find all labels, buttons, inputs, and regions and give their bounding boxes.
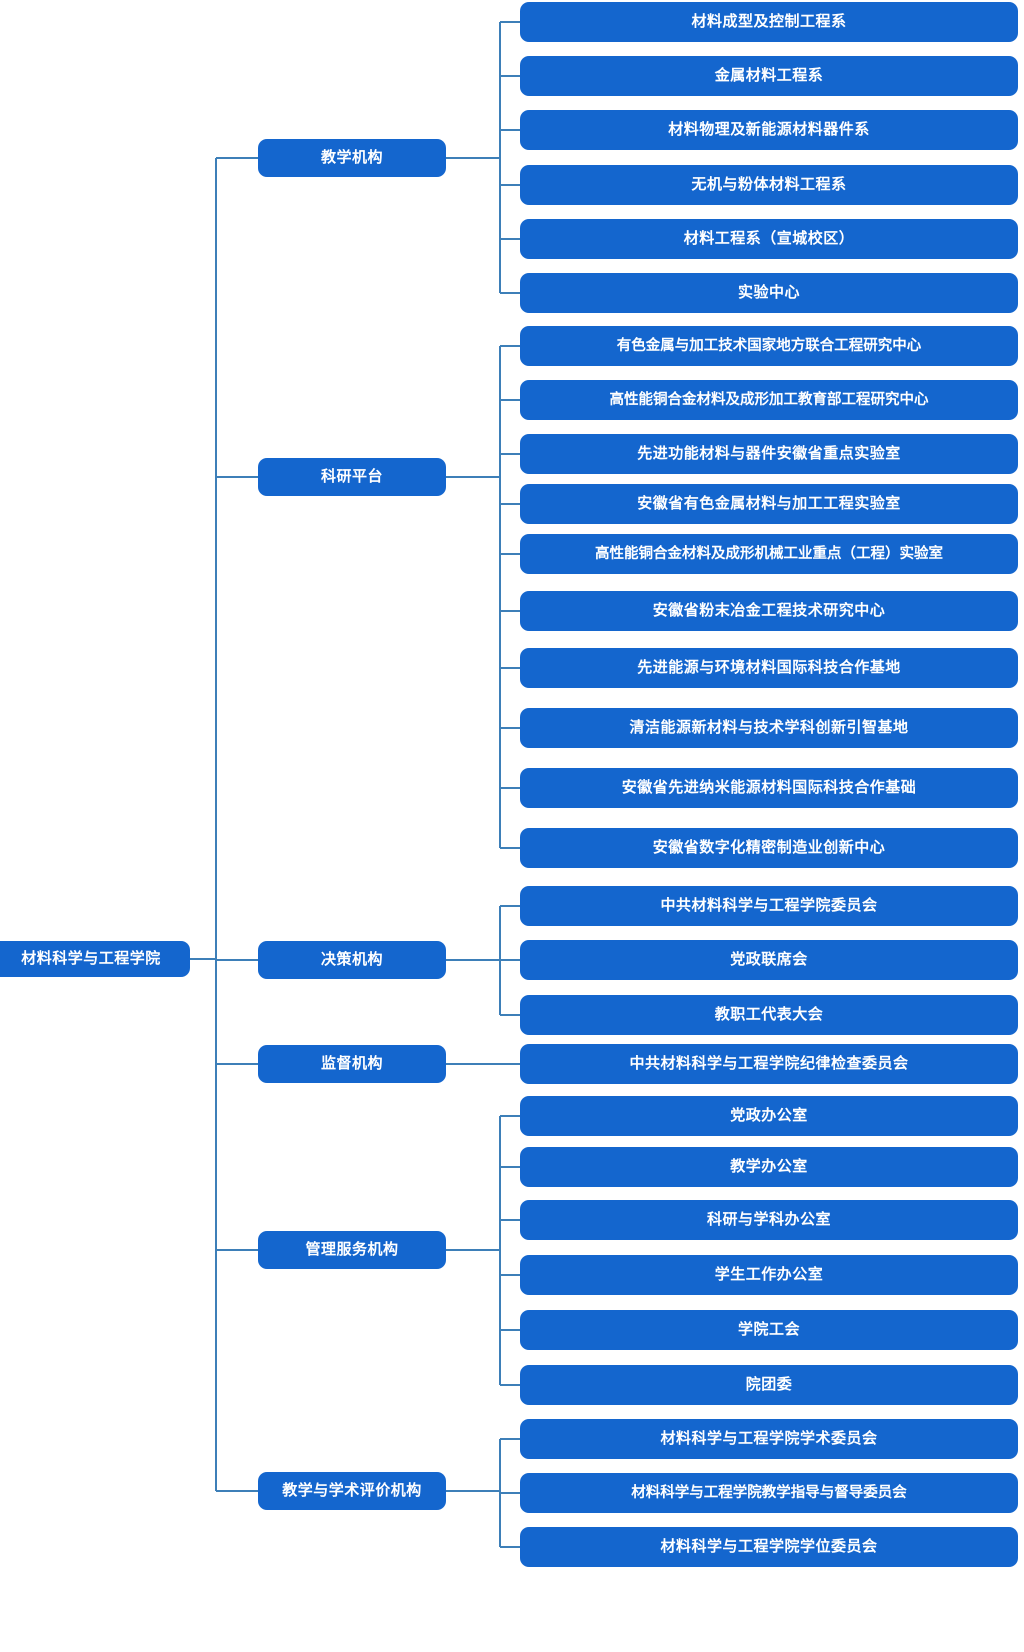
leaf-node[interactable]: 清洁能源新材料与技术学科创新引智基地 [520,708,1018,748]
leaf-node-label: 清洁能源新材料与技术学科创新引智基地 [629,719,909,737]
leaf-node[interactable]: 材料科学与工程学院教学指导与督导委员会 [520,1473,1018,1513]
leaf-node-label: 中共材料科学与工程学院纪律检查委员会 [629,1055,909,1073]
leaf-node[interactable]: 中共材料科学与工程学院纪律检查委员会 [520,1044,1018,1084]
leaf-node[interactable]: 党政办公室 [520,1096,1018,1136]
leaf-node-label: 材料科学与工程学院学位委员会 [660,1538,878,1556]
leaf-node-label: 学生工作办公室 [714,1266,824,1284]
branch-node-juecejigou[interactable]: 决策机构 [258,941,446,979]
leaf-node-label: 高性能铜合金材料及成形机械工业重点（工程）实验室 [595,545,943,562]
leaf-node[interactable]: 先进功能材料与器件安徽省重点实验室 [520,434,1018,474]
leaf-node[interactable]: 安徽省先进纳米能源材料国际科技合作基础 [520,768,1018,808]
root-node[interactable]: 材料科学与工程学院 [0,941,190,977]
leaf-node-label: 安徽省粉末冶金工程技术研究中心 [652,602,886,620]
leaf-node[interactable]: 安徽省有色金属材料与加工工程实验室 [520,484,1018,524]
leaf-node[interactable]: 实验中心 [520,273,1018,313]
leaf-node[interactable]: 党政联席会 [520,940,1018,980]
branch-node-jiandujigou[interactable]: 监督机构 [258,1045,446,1083]
branch-node-keyanpingtai[interactable]: 科研平台 [258,458,446,496]
leaf-node-label: 材料科学与工程学院教学指导与督导委员会 [631,1484,907,1501]
leaf-node-label: 材料科学与工程学院学术委员会 [660,1430,878,1448]
leaf-node-label: 党政联席会 [730,951,808,969]
leaf-node[interactable]: 科研与学科办公室 [520,1200,1018,1240]
leaf-node-label: 有色金属与加工技术国家地方联合工程研究中心 [616,337,922,354]
leaf-node[interactable]: 教学办公室 [520,1147,1018,1187]
leaf-node-label: 安徽省数字化精密制造业创新中心 [652,839,886,857]
leaf-node-label: 材料工程系（宣城校区） [683,230,855,248]
leaf-node[interactable]: 金属材料工程系 [520,56,1018,96]
leaf-node-label: 党政办公室 [730,1107,808,1125]
leaf-node[interactable]: 无机与粉体材料工程系 [520,165,1018,205]
leaf-node[interactable]: 高性能铜合金材料及成形机械工业重点（工程）实验室 [520,534,1018,574]
root-node-label: 材料科学与工程学院 [21,950,161,968]
leaf-node-label: 教职工代表大会 [714,1006,824,1024]
leaf-node-label: 安徽省先进纳米能源材料国际科技合作基础 [621,779,917,797]
leaf-node[interactable]: 学院工会 [520,1310,1018,1350]
leaf-node[interactable]: 院团委 [520,1365,1018,1405]
leaf-node[interactable]: 材料科学与工程学院学术委员会 [520,1419,1018,1459]
leaf-node[interactable]: 有色金属与加工技术国家地方联合工程研究中心 [520,326,1018,366]
leaf-node-label: 先进能源与环境材料国际科技合作基地 [637,659,901,677]
leaf-node[interactable]: 高性能铜合金材料及成形加工教育部工程研究中心 [520,380,1018,420]
leaf-node-label: 高性能铜合金材料及成形加工教育部工程研究中心 [609,391,929,408]
leaf-node[interactable]: 安徽省数字化精密制造业创新中心 [520,828,1018,868]
leaf-node[interactable]: 材料成型及控制工程系 [520,2,1018,42]
leaf-node-label: 金属材料工程系 [714,67,824,85]
branch-node-label: 教学与学术评价机构 [282,1482,422,1500]
leaf-node-label: 无机与粉体材料工程系 [691,176,847,194]
leaf-node[interactable]: 先进能源与环境材料国际科技合作基地 [520,648,1018,688]
branch-node-label: 教学机构 [320,149,383,167]
leaf-node[interactable]: 材料物理及新能源材料器件系 [520,110,1018,150]
leaf-node[interactable]: 材料工程系（宣城校区） [520,219,1018,259]
branch-node-label: 科研平台 [320,468,383,486]
leaf-node[interactable]: 学生工作办公室 [520,1255,1018,1295]
leaf-node-label: 中共材料科学与工程学院委员会 [660,897,878,915]
branch-node-label: 监督机构 [320,1055,383,1073]
leaf-node[interactable]: 中共材料科学与工程学院委员会 [520,886,1018,926]
leaf-node-label: 实验中心 [737,284,800,302]
leaf-node[interactable]: 材料科学与工程学院学位委员会 [520,1527,1018,1567]
branch-node-jiaoxueyuxueshupingjiajigou[interactable]: 教学与学术评价机构 [258,1472,446,1510]
branch-node-jiaoxuejigou[interactable]: 教学机构 [258,139,446,177]
branch-node-guanlifuwujigou[interactable]: 管理服务机构 [258,1231,446,1269]
leaf-node-label: 安徽省有色金属材料与加工工程实验室 [637,495,901,513]
leaf-node-label: 材料物理及新能源材料器件系 [668,121,870,139]
leaf-node[interactable]: 安徽省粉末冶金工程技术研究中心 [520,591,1018,631]
leaf-node-label: 先进功能材料与器件安徽省重点实验室 [637,445,901,463]
leaf-node-label: 教学办公室 [730,1158,808,1176]
branch-node-label: 管理服务机构 [305,1241,399,1259]
leaf-node-label: 学院工会 [737,1321,800,1339]
leaf-node-label: 院团委 [745,1376,793,1394]
branch-node-label: 决策机构 [320,951,383,969]
leaf-node-label: 材料成型及控制工程系 [691,13,847,31]
leaf-node-label: 科研与学科办公室 [706,1211,831,1229]
leaf-node[interactable]: 教职工代表大会 [520,995,1018,1035]
